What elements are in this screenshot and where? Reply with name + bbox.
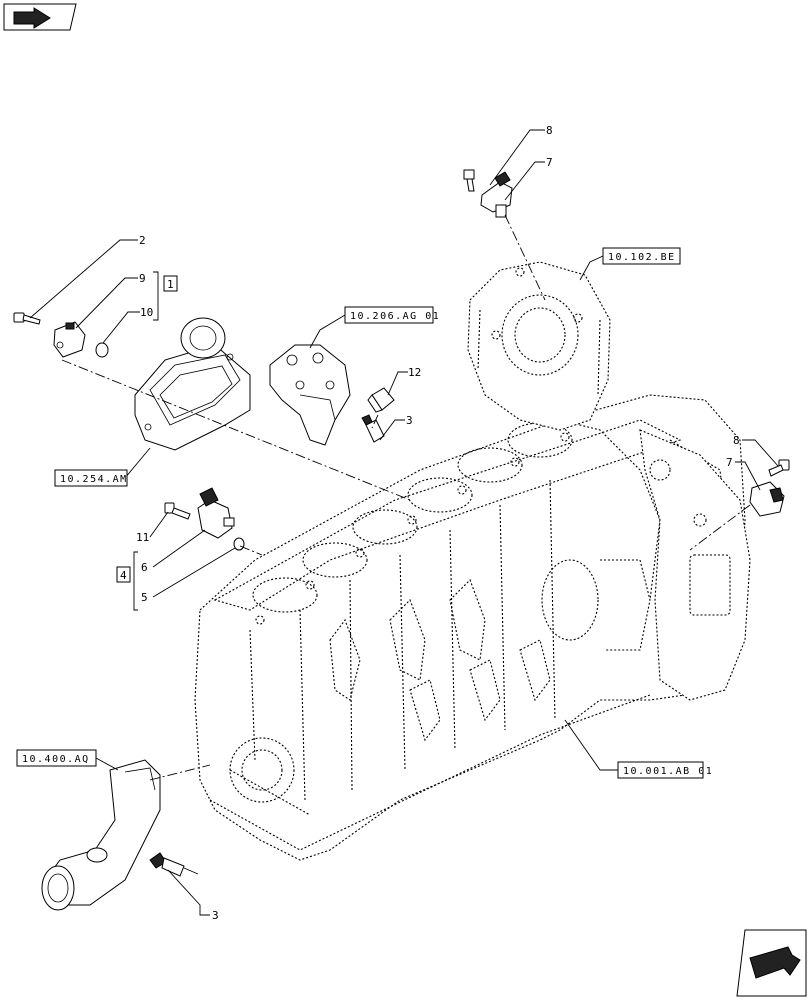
coolant-pipe xyxy=(41,759,161,911)
part-7-speed-sensor-right xyxy=(749,481,785,517)
part-11-bolt xyxy=(164,502,191,520)
callout-8-top: 8 xyxy=(546,124,553,137)
callout-leader-lines xyxy=(29,129,779,916)
gear-case-drawing xyxy=(639,429,751,701)
next-page-arrow-icon[interactable] xyxy=(736,929,807,997)
ref-label: 10.102.BE xyxy=(608,252,676,263)
callout-3-mid: 3 xyxy=(406,414,413,427)
part-3-sensor-mid xyxy=(361,414,385,443)
callout-5: 5 xyxy=(141,591,148,604)
part-8-bolt-top xyxy=(463,169,475,192)
ref-label: 10.001.AB 01 xyxy=(623,766,713,777)
sensor-bracket-assembly xyxy=(269,344,351,446)
callout-7-right: 7 xyxy=(726,456,733,469)
callout-10: 10 xyxy=(140,306,153,319)
part-5-o-ring xyxy=(233,537,245,551)
callout-8-right: 8 xyxy=(733,434,740,447)
ref-box-10-400-aq[interactable]: 10.400.AQ xyxy=(16,749,97,767)
intake-manifold-cover xyxy=(134,317,251,451)
callout-11: 11 xyxy=(136,531,149,544)
part-3-sensor-bottom xyxy=(149,852,199,877)
ref-box-10-102-be[interactable]: 10.102.BE xyxy=(602,247,681,265)
assembly-center-lines xyxy=(61,214,751,781)
callout-2: 2 xyxy=(139,234,146,247)
part-8-bolt-right xyxy=(768,459,790,477)
callout-12: 12 xyxy=(408,366,421,379)
kit-label: 4 xyxy=(120,569,127,582)
kit-box-4[interactable]: 4 xyxy=(116,566,131,583)
ref-label: 10.254.AM xyxy=(60,474,128,485)
ref-label: 10.206.AG 01 xyxy=(350,311,440,322)
part-9-sensor xyxy=(53,321,86,358)
part-6-pressure-sensor xyxy=(197,487,235,539)
flywheel-housing-drawing xyxy=(467,261,611,431)
part-10-o-ring xyxy=(95,342,109,358)
callout-3-bottom: 3 xyxy=(212,909,219,922)
engine-block-drawing xyxy=(194,394,746,861)
kit-label: 1 xyxy=(167,278,174,291)
part-2-bolt xyxy=(13,312,41,325)
ref-label: 10.400.AQ xyxy=(22,754,90,765)
previous-page-arrow-icon[interactable] xyxy=(3,3,77,31)
ref-box-10-001-ab-01[interactable]: 10.001.AB 01 xyxy=(617,761,713,779)
callout-6: 6 xyxy=(141,561,148,574)
part-7-speed-sensor-top xyxy=(480,171,513,218)
kit-box-1[interactable]: 1 xyxy=(163,275,178,292)
ref-box-10-254-am[interactable]: 10.254.AM xyxy=(54,469,128,487)
part-12-sensor xyxy=(367,387,395,413)
ref-box-10-206-ag-01[interactable]: 10.206.AG 01 xyxy=(344,306,440,324)
callout-7-top: 7 xyxy=(546,156,553,169)
callout-9: 9 xyxy=(139,272,146,285)
